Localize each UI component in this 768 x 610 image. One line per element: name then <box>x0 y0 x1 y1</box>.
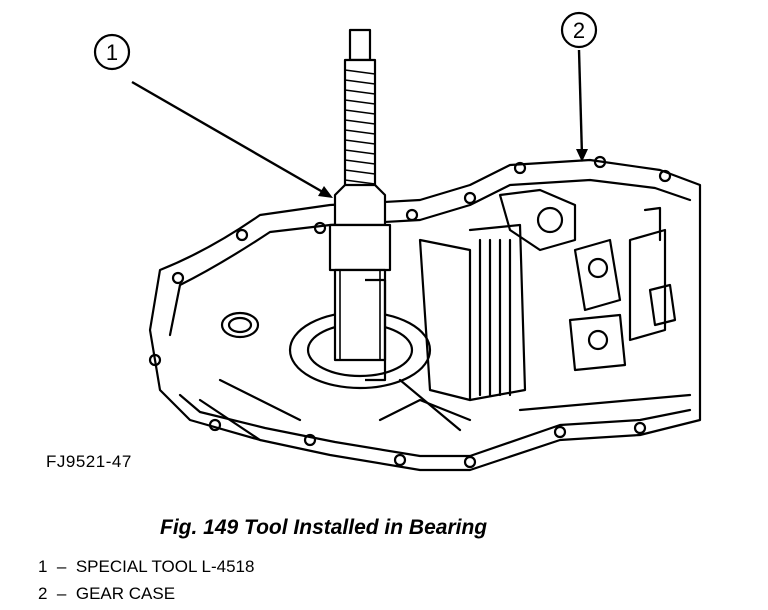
legend-number: 1 <box>38 557 48 576</box>
callout-2: 2 <box>560 11 598 162</box>
legend-dash: – <box>56 557 67 576</box>
legend-dash: – <box>56 584 67 603</box>
svg-text:2: 2 <box>573 18 585 43</box>
special-tool <box>328 28 392 382</box>
legend-text: GEAR CASE <box>75 584 176 603</box>
legend-item: 1 – SPECIAL TOOL L-4518 <box>38 553 254 580</box>
legend-text: SPECIAL TOOL L-4518 <box>75 557 255 576</box>
svg-text:1: 1 <box>106 40 118 65</box>
figure-id: FJ9521-47 <box>46 452 132 471</box>
legend-item: 2 – GEAR CASE <box>38 580 254 607</box>
figure-caption: Fig. 149 Tool Installed in Bearing <box>160 516 488 539</box>
legend-number: 2 <box>38 584 48 603</box>
legend: 1 – SPECIAL TOOL L-4518 2 – GEAR CASE <box>38 553 254 607</box>
gear-case-illustration: 1 2 <box>93 11 702 472</box>
callout-1: 1 <box>93 33 333 198</box>
